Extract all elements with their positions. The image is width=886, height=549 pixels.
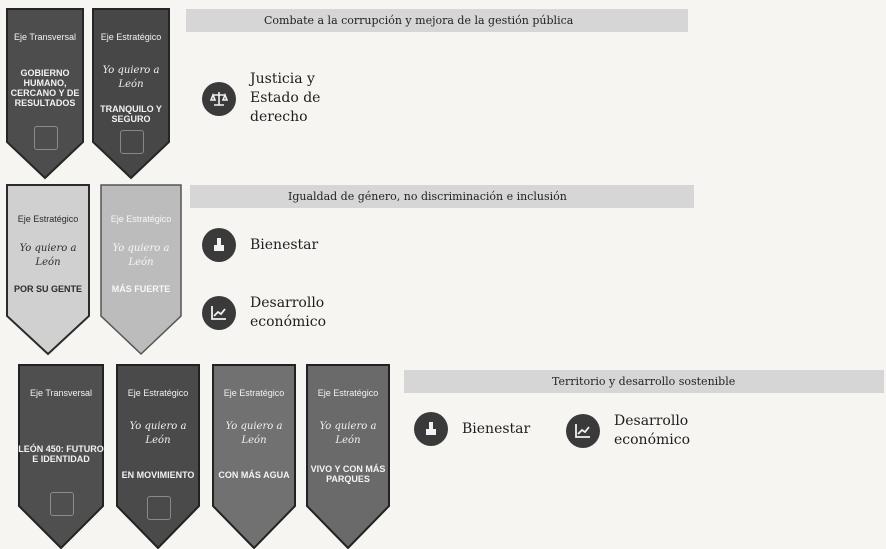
banner-title: MÁS FUERTE <box>111 284 171 294</box>
list-item: Desarrollo económico <box>202 294 350 332</box>
banner-leon-450: Eje Transversal LEÓN 450: FUTURO E IDENT… <box>18 364 104 549</box>
banner-shape <box>92 8 170 180</box>
banner-shape <box>306 364 390 549</box>
banner-vivo-parques: Eje Estratégico Yo quiero a León VIVO Y … <box>306 364 390 549</box>
crest-icon <box>34 126 58 150</box>
list-item: Bienestar <box>202 228 318 262</box>
section-header: Igualdad de género, no discriminación e … <box>190 185 694 208</box>
banner-tranquilo-seguro: Eje Estratégico Yo quiero a León TRANQUI… <box>92 8 170 180</box>
banner-shape <box>6 8 84 180</box>
crest-icon <box>120 130 144 154</box>
item-label: Bienestar <box>462 420 531 437</box>
section-header-text: Combate a la corrupción y mejora de la g… <box>264 14 574 27</box>
banner-title: EN MOVIMIENTO <box>121 470 195 480</box>
section-header: Territorio y desarrollo sostenible <box>404 370 884 393</box>
banner-slogan: Yo quiero a León <box>225 421 283 446</box>
item-label: Desarrollo económico <box>614 413 691 448</box>
banner-shape <box>116 364 200 549</box>
hand-icon <box>414 412 448 446</box>
banner-heading: Eje Transversal <box>13 32 77 42</box>
scales-icon <box>202 81 236 116</box>
crest-icon <box>50 492 74 516</box>
banner-por-su-gente: Eje Estratégico Yo quiero a León POR SU … <box>6 184 90 356</box>
banner-slogan: Yo quiero a León <box>319 421 377 446</box>
banner-title: VIVO Y CON MÁS PARQUES <box>310 464 386 484</box>
list-item: Justicia y Estado de derecho <box>202 70 340 127</box>
banner-heading: Eje Transversal <box>29 388 93 398</box>
section-header-text: Territorio y desarrollo sostenible <box>552 375 736 388</box>
banner-en-movimiento: Eje Estratégico Yo quiero a León EN MOVI… <box>116 364 200 549</box>
hand-icon <box>202 228 236 262</box>
banner-title: POR SU GENTE <box>13 284 82 294</box>
banner-title: LEÓN 450: FUTURO E IDENTIDAD <box>18 444 104 464</box>
banner-slogan: Yo quiero a León <box>102 65 160 90</box>
section-header-text: Igualdad de género, no discriminación e … <box>288 190 567 203</box>
banner-con-mas-agua: Eje Estratégico Yo quiero a León CON MÁS… <box>212 364 296 549</box>
banner-heading: Eje Estratégico <box>100 32 162 42</box>
banner-heading: Eje Estratégico <box>127 388 189 398</box>
item-label: Bienestar <box>250 236 319 253</box>
banner-title: GOBIERNO HUMANO, CERCANO Y DE RESULTADOS <box>10 68 80 108</box>
growth-chart-icon <box>202 296 236 330</box>
banner-shape <box>100 184 182 356</box>
banner-heading: Eje Estratégico <box>17 214 79 224</box>
banner-slogan: Yo quiero a León <box>19 243 77 268</box>
section-header: Combate a la corrupción y mejora de la g… <box>186 9 688 32</box>
list-item: Desarrollo económico <box>566 412 714 450</box>
banner-shape <box>6 184 90 356</box>
banner-heading: Eje Estratégico <box>317 388 379 398</box>
banner-shape <box>212 364 296 549</box>
banner-heading: Eje Estratégico <box>223 388 285 398</box>
banner-heading: Eje Estratégico <box>110 214 172 224</box>
growth-chart-icon <box>566 414 600 448</box>
banner-gobierno-humano: Eje Transversal GOBIERNO HUMANO, CERCANO… <box>6 8 84 180</box>
banner-shape <box>18 364 104 549</box>
banner-slogan: Yo quiero a León <box>112 243 170 268</box>
banner-title: TRANQUILO Y SEGURO <box>100 104 162 124</box>
banner-mas-fuerte: Eje Estratégico Yo quiero a León MÁS FUE… <box>100 184 182 356</box>
item-label: Justicia y Estado de derecho <box>250 71 321 125</box>
banner-slogan: Yo quiero a León <box>129 421 187 446</box>
banner-title: CON MÁS AGUA <box>218 470 290 480</box>
list-item: Bienestar <box>414 412 530 446</box>
crest-icon <box>147 496 171 520</box>
item-label: Desarrollo económico <box>250 295 327 330</box>
